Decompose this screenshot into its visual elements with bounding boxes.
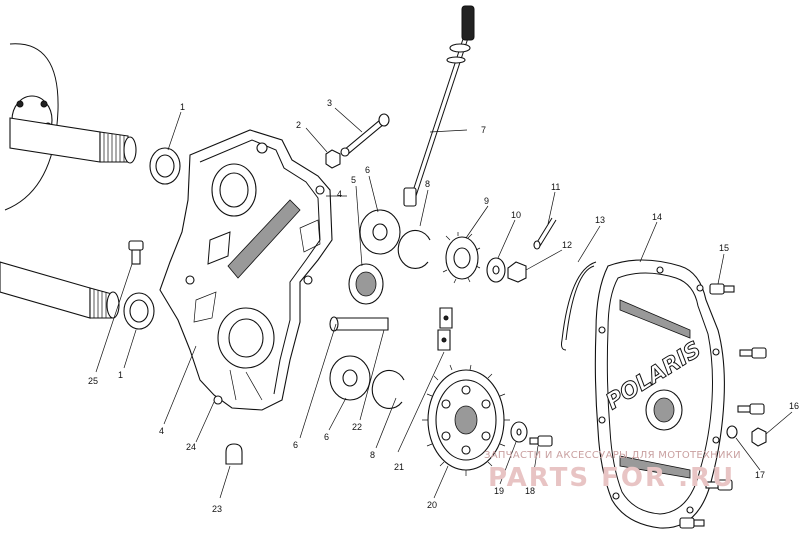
- callout-7: 7: [481, 125, 486, 135]
- callout-20: 20: [427, 500, 437, 510]
- snap-ring-upper: [397, 229, 431, 269]
- tensioner-axle: [329, 316, 389, 332]
- callout-19: 19: [494, 486, 504, 496]
- callout-25: 25: [88, 376, 98, 386]
- upper-jackshaft: [9, 117, 137, 164]
- watermark-logo: PARTS FOR .RU: [488, 463, 735, 493]
- cover-bolt: [709, 283, 735, 295]
- callout-22: 22: [352, 422, 362, 432]
- callout-4-lower: 4: [159, 426, 164, 436]
- cover-bolt: [705, 479, 733, 491]
- callout-3: 3: [327, 98, 332, 108]
- drive-chain: [437, 307, 453, 351]
- callout-16: 16: [789, 401, 799, 411]
- watermark: ЗАПЧАСТИ И АКСЕССУАРЫ ДЛЯ МОТОТЕХНИКИ PA…: [484, 450, 741, 493]
- sprocket-bolt: [529, 435, 553, 447]
- washer-lower: [329, 355, 371, 401]
- callout-6-lower: 6: [324, 432, 329, 442]
- callout-labels: 1 2 3 7 4 5 6 8 9 10 11 12 13 14 15 16 1…: [88, 98, 799, 514]
- cover-bolt: [739, 347, 767, 359]
- callout-13: 13: [595, 215, 605, 225]
- drain-washer: [726, 425, 738, 439]
- cover-bolt: [737, 403, 765, 415]
- callout-17: 17: [755, 470, 765, 480]
- tensioner-roller: [348, 263, 384, 305]
- pivot-bolt: [340, 113, 390, 157]
- callout-18: 18: [525, 486, 535, 496]
- sprocket-washer: [510, 421, 528, 443]
- callout-6-mid: 6: [293, 440, 298, 450]
- callout-14: 14: [652, 212, 662, 222]
- callout-1-lower: 1: [118, 370, 123, 380]
- callout-2: 2: [296, 120, 301, 130]
- callout-23: 23: [212, 504, 222, 514]
- cap-nut: [225, 443, 243, 465]
- callout-24: 24: [186, 442, 196, 452]
- oil-seal-upper: [149, 147, 181, 185]
- cover-bolt: [679, 517, 705, 529]
- callout-8: 8: [425, 179, 430, 189]
- driven-sprocket: [422, 364, 510, 476]
- drive-sprocket: [442, 232, 481, 284]
- callout-21: 21: [394, 462, 404, 472]
- cotter-pin: [533, 217, 557, 250]
- watermark-caption: ЗАПЧАСТИ И АКСЕССУАРЫ ДЛЯ МОТОТЕХНИКИ: [484, 450, 741, 461]
- plug-bolt: [128, 240, 144, 265]
- callout-6: 6: [365, 165, 370, 175]
- snap-ring-lower: [371, 369, 405, 409]
- hex-nut: [325, 149, 341, 169]
- callout-8-lower: 8: [370, 450, 375, 460]
- leader-lines: [95, 107, 793, 499]
- callout-9: 9: [484, 196, 489, 206]
- chaincase-housing: [159, 129, 333, 411]
- callout-12: 12: [562, 240, 572, 250]
- washer-upper: [359, 209, 401, 255]
- callout-4: 4: [337, 189, 342, 199]
- callout-15: 15: [719, 243, 729, 253]
- callout-11: 11: [551, 182, 560, 192]
- thrust-washer: [486, 257, 506, 283]
- drain-nut: [751, 427, 767, 447]
- chain-tension-rod: [403, 5, 475, 207]
- oil-seal-lower: [123, 292, 155, 330]
- castle-nut: [507, 261, 527, 283]
- callout-10: 10: [511, 210, 521, 220]
- cover-o-ring: [561, 261, 597, 351]
- callout-5: 5: [351, 175, 356, 185]
- lower-shaft: [0, 261, 120, 319]
- callout-1: 1: [180, 102, 185, 112]
